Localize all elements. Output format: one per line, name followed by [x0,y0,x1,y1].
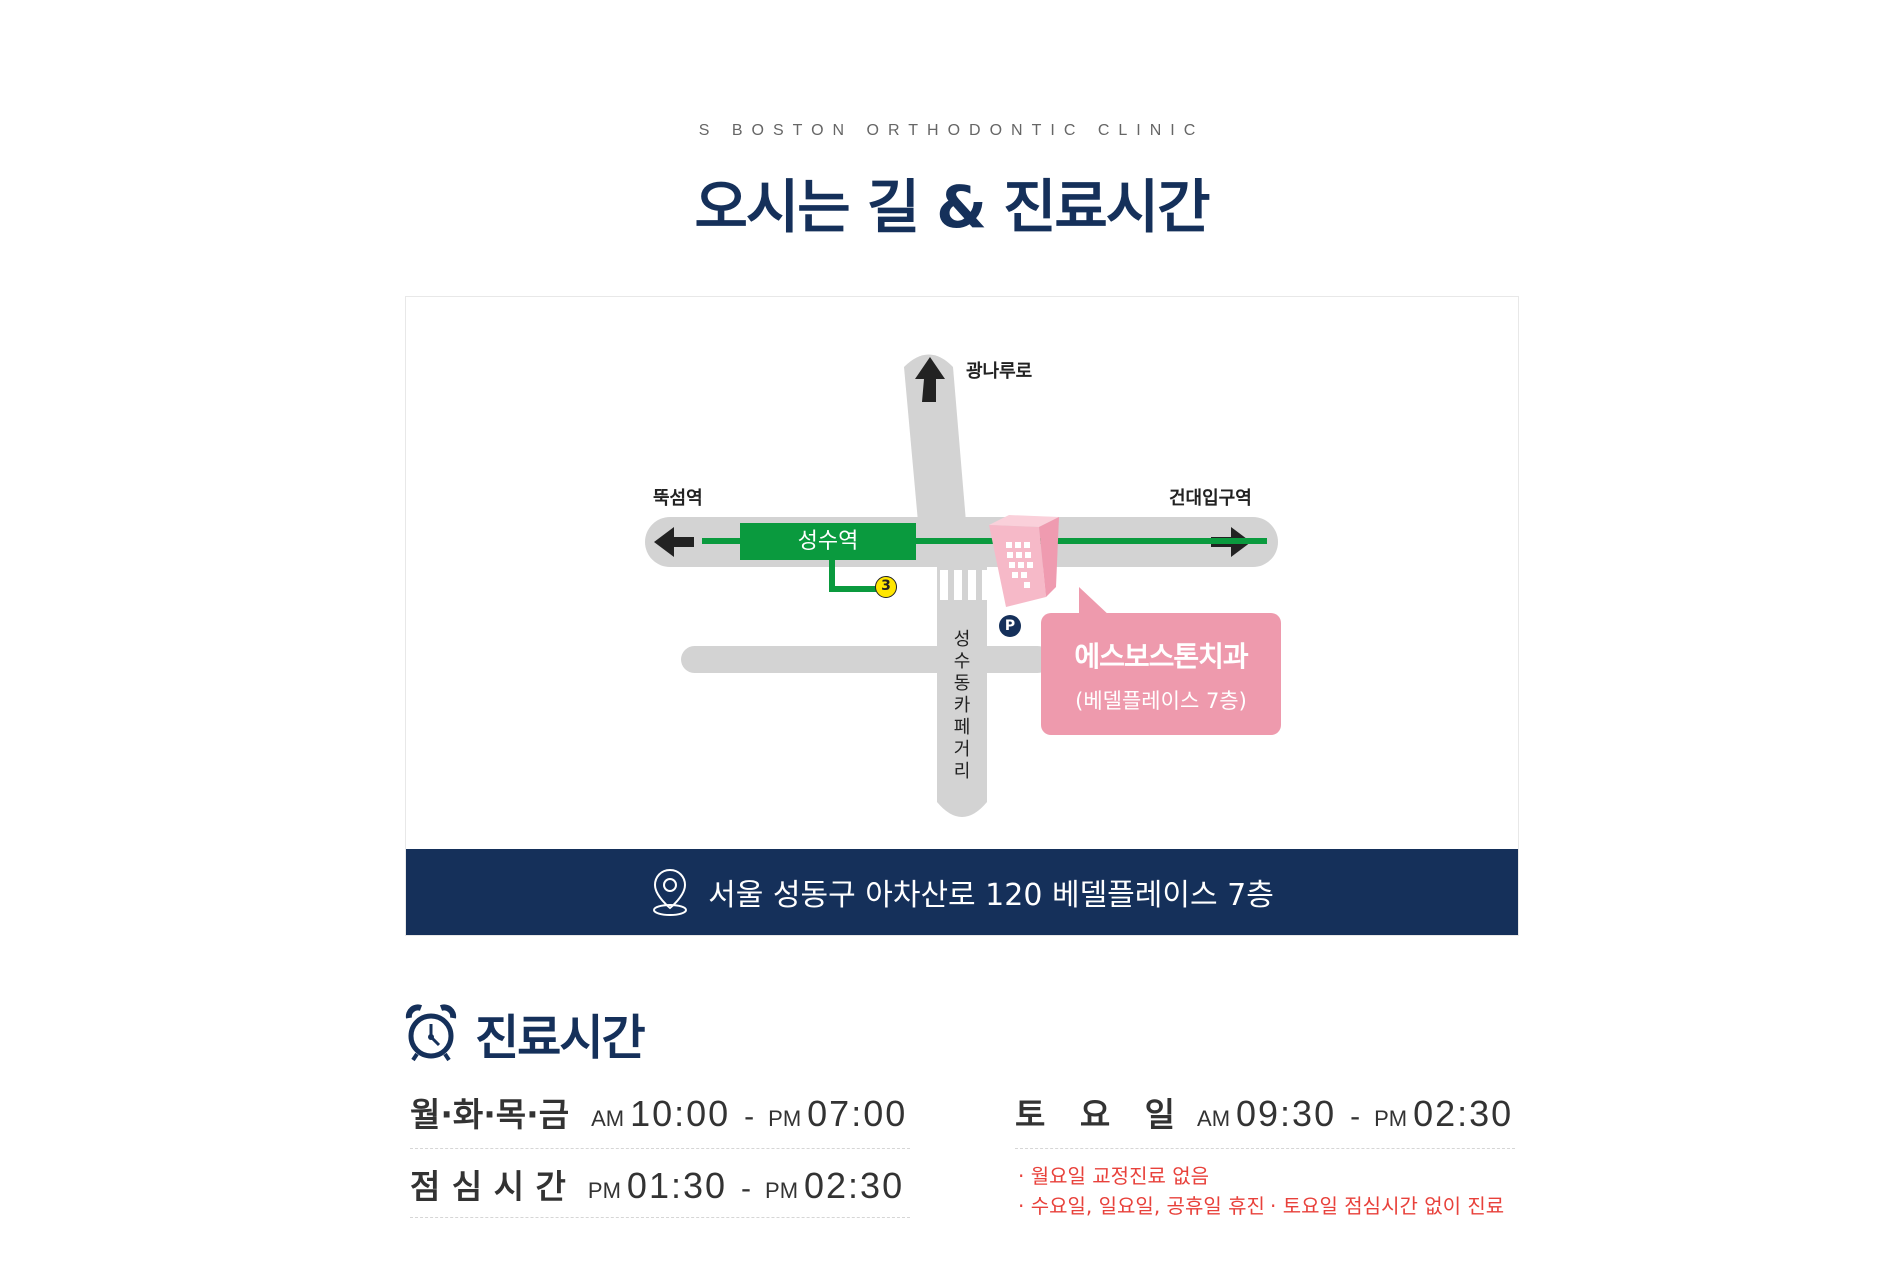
alarm-clock-icon [405,1004,457,1062]
gwangnaru-road-label: 광나루로 [966,361,1033,382]
location-pin-icon [653,868,688,916]
clinic-name: 에스보스톤치과 [1074,640,1248,673]
divider [410,1148,910,1149]
hours-row-lunch: 점 심 시 간 PM 01:30 - PM 02:30 [410,1165,905,1206]
seongsu-station-label: 성수역 [740,523,916,560]
hours-row-saturday: 토 요 일 AM 09:30 - PM 02:30 [1015,1093,1514,1134]
directions-map: 성수역 3 P 광나루로 뚝섬역 건대입구역 성 수 동 카 페 거 리 에스보… [405,296,1519,936]
road-network [645,354,1278,817]
hours-title: 진료시간 [475,1010,646,1066]
seongsu-cafe-street-label: 성 수 동 카 페 거 리 [953,629,971,782]
note-saturday: · 토요일 점심시간 없이 진료 [1270,1194,1505,1218]
note-monday: · 월요일 교정진료 없음 [1018,1164,1210,1188]
address-bar: 서울 성동구 아차산로 120 베델플레이스 7층 [406,849,1518,935]
divider [1015,1148,1515,1149]
clinic-building-icon [989,515,1059,607]
hours-row-weekday: 월·화·목·금 AM 10:00 - PM 07:00 [410,1093,908,1134]
clinic-subtitle: S BOSTON ORTHODONTIC CLINIC [698,122,1205,139]
clinic-floor: (베델플레이스 7층) [1075,689,1247,713]
parking-icon: P [999,615,1021,637]
note-closed-days: · 수요일, 일요일, 공휴일 휴진 [1018,1194,1265,1218]
divider [410,1217,910,1218]
exit-3-badge: 3 [875,576,897,598]
konkuk-station-label: 건대입구역 [1169,488,1252,509]
ttukseom-station-label: 뚝섬역 [653,488,703,509]
hours-heading: 진료시간 [405,998,646,1068]
clinic-callout: 에스보스톤치과 (베델플레이스 7층) [1041,613,1281,735]
address-text: 서울 성동구 아차산로 120 베델플레이스 7층 [708,878,1274,913]
page-title: 오시는 길 & 진료시간 [694,173,1210,241]
